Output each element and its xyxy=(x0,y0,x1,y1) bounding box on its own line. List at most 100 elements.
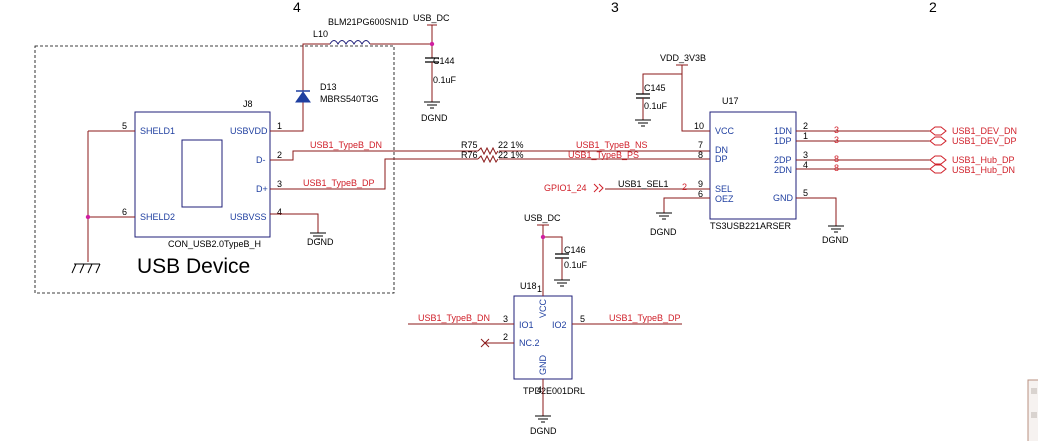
u18-pin-gnd: GND xyxy=(538,355,548,376)
r76-value: 22 1% xyxy=(498,150,524,160)
dev-dp-ref: 3 xyxy=(834,135,839,145)
c146-ground-symbol xyxy=(554,279,570,287)
c145-symbol xyxy=(636,93,650,99)
u18-pin-num-2: 2 xyxy=(503,332,508,342)
c144-dgnd-label: DGND xyxy=(421,113,448,123)
net-typeb-dp-u18: USB1_TypeB_DP xyxy=(609,313,681,323)
c146-value: 0.1uF xyxy=(564,260,588,270)
u17-pin-sel: SEL xyxy=(715,184,732,194)
j8-pin-num-6: 6 xyxy=(122,207,127,217)
hub-dn-ref: 8 xyxy=(834,163,839,173)
r75-ref: R75 xyxy=(461,140,478,150)
usbvss-wire xyxy=(270,213,319,233)
oez-wire xyxy=(663,197,710,213)
l10-part: BLM21PG600SN1D xyxy=(328,17,409,27)
net-typeb-dp-j8: USB1_TypeB_DP xyxy=(303,178,375,188)
u17-pin-num-4: 4 xyxy=(803,160,808,170)
u17-pin-dp: DP xyxy=(715,154,728,164)
u17-pin-num-6: 6 xyxy=(698,189,703,199)
l10-ref: L10 xyxy=(313,29,328,39)
edge-partial-icon xyxy=(1031,388,1037,394)
j8-pin-sheld1: SHELD1 xyxy=(140,126,175,136)
u18-pin-io2: IO2 xyxy=(552,320,567,330)
u18-dgnd-label: DGND xyxy=(530,426,557,436)
zone-label-4: 4 xyxy=(293,0,301,15)
u18-pin-num-4: 4 xyxy=(537,385,542,395)
u17-pin-num-5: 5 xyxy=(803,188,808,198)
hub-dp-ref: 8 xyxy=(834,154,839,164)
net-typeb-dn-u18: USB1_TypeB_DN xyxy=(418,313,490,323)
oez-ground-symbol xyxy=(656,212,672,220)
edge-partial-icon-2 xyxy=(1031,412,1037,418)
j8-port-outline xyxy=(181,139,223,208)
gpio1-24-label: GPIO1_24 xyxy=(544,183,587,193)
j8-pin-dplus: D+ xyxy=(256,184,268,194)
c145-ref: C145 xyxy=(644,83,666,93)
u17-pin-num-8: 8 xyxy=(698,150,703,160)
gpio-pin-ref: 2 xyxy=(682,182,687,192)
j8-pin-num-1: 1 xyxy=(277,121,282,131)
c144-ref: C144 xyxy=(433,56,455,66)
u17-pin-num-9: 9 xyxy=(698,179,703,189)
d13-diode-symbol xyxy=(295,91,311,103)
u18-pin-num-1: 1 xyxy=(537,284,542,294)
j8-pin-sheld2: SHELD2 xyxy=(140,212,175,222)
j8-pin-num-2: 2 xyxy=(277,150,282,160)
j8-pin-dminus: D- xyxy=(256,155,266,165)
dminus-wire xyxy=(270,150,478,161)
c145-ground-symbol xyxy=(635,119,651,127)
u17-pin-num-7: 7 xyxy=(698,140,703,150)
c144-ground-symbol xyxy=(424,101,440,109)
net-typeb-ns: USB1_TypeB_NS xyxy=(576,140,648,150)
zone-label-3: 3 xyxy=(611,0,619,15)
usb-dc-top-wire xyxy=(427,24,437,58)
usb-device-group-border xyxy=(34,45,395,294)
u17-pin-2dn: 2DN xyxy=(774,165,792,175)
net-dev-dn: USB1_DEV_DN xyxy=(952,126,1017,136)
u17-pin-num-1: 1 xyxy=(803,131,808,141)
u18-pin-num-3: 3 xyxy=(503,314,508,324)
u17-ref: U17 xyxy=(722,96,739,106)
u18-part: TPD2E001DRL xyxy=(523,386,585,396)
u17-part: TS3USB221ARSER xyxy=(710,221,792,231)
u17-pin-oez: OEZ xyxy=(715,194,734,204)
net-typeb-dn-top: USB1_TypeB_DN xyxy=(310,140,382,150)
ns-ps-wires xyxy=(499,150,710,160)
j8-shield-wires xyxy=(87,130,135,262)
vdd-3v3b-label: VDD_3V3B xyxy=(660,53,706,63)
u17-pin-gnd: GND xyxy=(773,193,794,203)
l10-inductor-symbol xyxy=(329,40,371,46)
c145-value: 0.1uF xyxy=(644,101,668,111)
u18-nc-mark xyxy=(480,338,490,348)
gpio-offpage-arrow xyxy=(593,183,604,193)
junction-usb-dc xyxy=(429,41,435,47)
edge-partial-window xyxy=(1027,379,1038,441)
r75-value: 22 1% xyxy=(498,140,524,150)
usb-device-group-label: USB Device xyxy=(137,255,250,278)
r76-ref: R76 xyxy=(461,150,478,160)
usb1-sel1-label: USB1_SEL1 xyxy=(618,179,669,189)
junction-shield xyxy=(85,214,91,220)
d13-ref: D13 xyxy=(320,82,337,92)
u17-pin-num-2: 2 xyxy=(803,121,808,131)
net-hub-dn: USB1_Hub_DN xyxy=(952,165,1015,175)
j8-ref: J8 xyxy=(243,99,253,109)
j8-part: CON_USB2.0TypeB_H xyxy=(168,239,261,249)
u17-body xyxy=(709,111,797,220)
u17-dgnd-label: DGND xyxy=(822,235,849,245)
u18-ground-symbol xyxy=(535,415,551,423)
usb-dc-label-bottom: USB_DC xyxy=(524,213,561,223)
u18-ref: U18 xyxy=(520,281,537,291)
u18-pin-nc2: NC.2 xyxy=(519,338,540,348)
u18-pin-vcc: VCC xyxy=(538,298,548,318)
r75-r76-symbols xyxy=(477,146,499,164)
chassis-ground-symbol xyxy=(71,263,101,274)
j8-pin-usbvdd: USBVDD xyxy=(230,126,268,136)
u18-pin-num-5: 5 xyxy=(580,314,585,324)
u18-pin-io1: IO1 xyxy=(519,320,534,330)
u17-pin-dn: DN xyxy=(715,145,728,155)
c144-value: 0.1uF xyxy=(433,75,457,85)
u17-right-wires xyxy=(796,130,930,170)
u17-pin-num-3: 3 xyxy=(803,150,808,160)
